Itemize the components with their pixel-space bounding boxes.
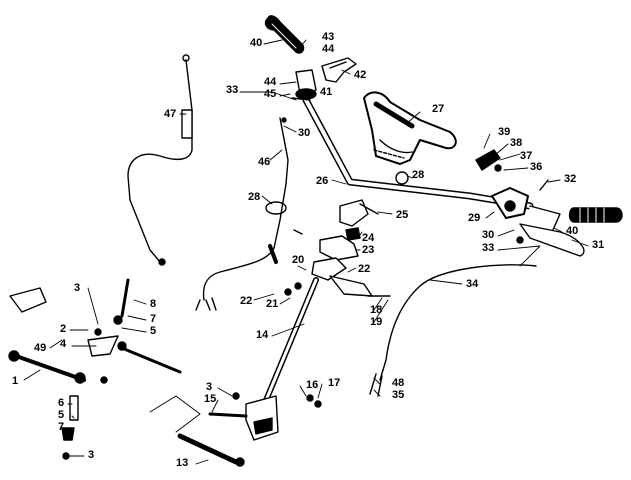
callout-label: 25 — [396, 209, 409, 221]
callout-label: 3 — [88, 449, 95, 461]
callout-label: 1 — [12, 375, 19, 387]
callout-label: 30 — [298, 127, 311, 139]
callout-label: 42 — [354, 69, 367, 81]
callout-label: 5 — [150, 325, 157, 337]
tie-rod — [177, 433, 245, 467]
callout-label: 32 — [564, 173, 577, 185]
callout-label: 39 — [498, 126, 511, 138]
callout-label: 6 — [58, 397, 65, 409]
callout-label: 17 — [328, 377, 341, 389]
callout-label: 38 — [510, 137, 523, 149]
left-control-housing — [295, 57, 357, 100]
callout-label: 27 — [432, 103, 445, 115]
callout-label: 46 — [258, 156, 271, 168]
callout-label: 34 — [466, 278, 479, 290]
callout-label: 45 — [264, 88, 277, 100]
callout-label: 35 — [392, 389, 405, 401]
callout-label: 41 — [320, 86, 333, 98]
callout-label: 23 — [362, 244, 375, 256]
callout-label: 7 — [58, 421, 65, 433]
callout-label: 40 — [566, 225, 579, 237]
callout-label: 22 — [358, 263, 371, 275]
right-grip — [568, 207, 623, 223]
callout-label: 3 — [74, 282, 81, 294]
small-hardware — [232, 117, 549, 408]
callout-label: 28 — [412, 169, 425, 181]
cable-34 — [369, 264, 537, 397]
callout-label: 43 — [322, 31, 335, 43]
right-control-housing — [475, 149, 561, 233]
steering-linkage — [8, 278, 182, 460]
callout-label: 16 — [306, 379, 319, 391]
callout-label: 22 — [240, 295, 253, 307]
callout-label: 44 — [264, 76, 277, 88]
callout-label: 48 — [392, 377, 405, 389]
callout-label: 2 — [60, 323, 67, 335]
callout-label: 18 — [370, 304, 383, 316]
callout-label: 14 — [256, 329, 269, 341]
brake-cable — [195, 117, 289, 311]
steering-post — [208, 277, 319, 441]
callout-label: 20 — [292, 254, 305, 266]
callout-label: 7 — [150, 313, 157, 325]
callout-label: 13 — [176, 457, 189, 469]
callout-label: 30 — [482, 229, 495, 241]
callout-label: 31 — [592, 239, 605, 251]
callout-label: 19 — [370, 316, 383, 328]
handlebar-pad — [363, 91, 457, 165]
callout-label: 5 — [58, 409, 65, 421]
callout-label: 40 — [250, 37, 263, 49]
callout-label: 36 — [530, 161, 543, 173]
callout-label: 15 — [204, 393, 217, 405]
callout-label: 21 — [266, 298, 279, 310]
callout-label: 8 — [150, 298, 157, 310]
clamp-blocks — [311, 199, 391, 297]
callout-label: 29 — [468, 212, 481, 224]
callout-label: 49 — [34, 342, 47, 354]
left-grip — [264, 15, 305, 54]
callout-label: 47 — [164, 108, 177, 120]
callout-label: 37 — [520, 150, 533, 162]
callout-label: 4 — [60, 338, 67, 350]
callout-label: 44 — [322, 43, 335, 55]
callout-label: 3 — [206, 381, 213, 393]
brake-lever — [519, 223, 585, 257]
callout-label: 33 — [226, 84, 239, 96]
throttle-cable — [127, 54, 193, 266]
leader-lines — [23, 39, 589, 465]
callout-label: 28 — [248, 191, 261, 203]
callout-label: 26 — [316, 175, 329, 187]
callout-label: 33 — [482, 242, 495, 254]
callout-label: 24 — [362, 232, 375, 244]
